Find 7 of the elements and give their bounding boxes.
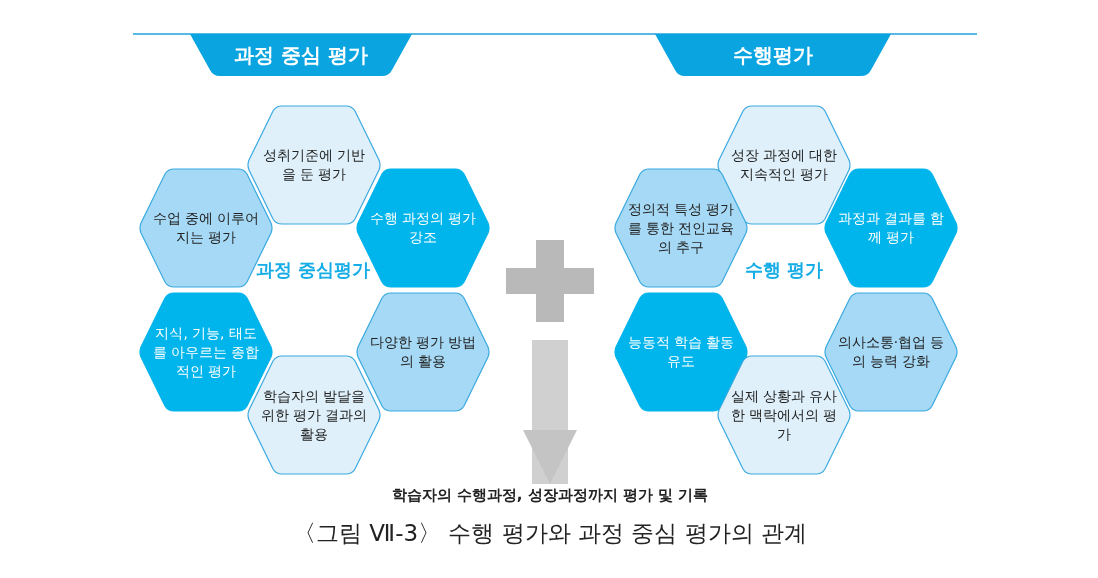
header-tab: 수행평가 xyxy=(655,34,891,76)
caption: 〈그림 Ⅶ-3〉 수행 평가와 과정 중심 평가의 관계 xyxy=(292,519,808,548)
result-text: 학습자의 수행과정, 성장과정까지 평가 및 기록 xyxy=(300,486,800,505)
arrow xyxy=(523,340,577,484)
center-label: 과정 중심평가 xyxy=(254,258,372,281)
hexagon: 실제 상황과 유사한 맥락에서의 평가 xyxy=(716,355,852,475)
header-tab: 과정 중심 평가 xyxy=(190,34,412,76)
